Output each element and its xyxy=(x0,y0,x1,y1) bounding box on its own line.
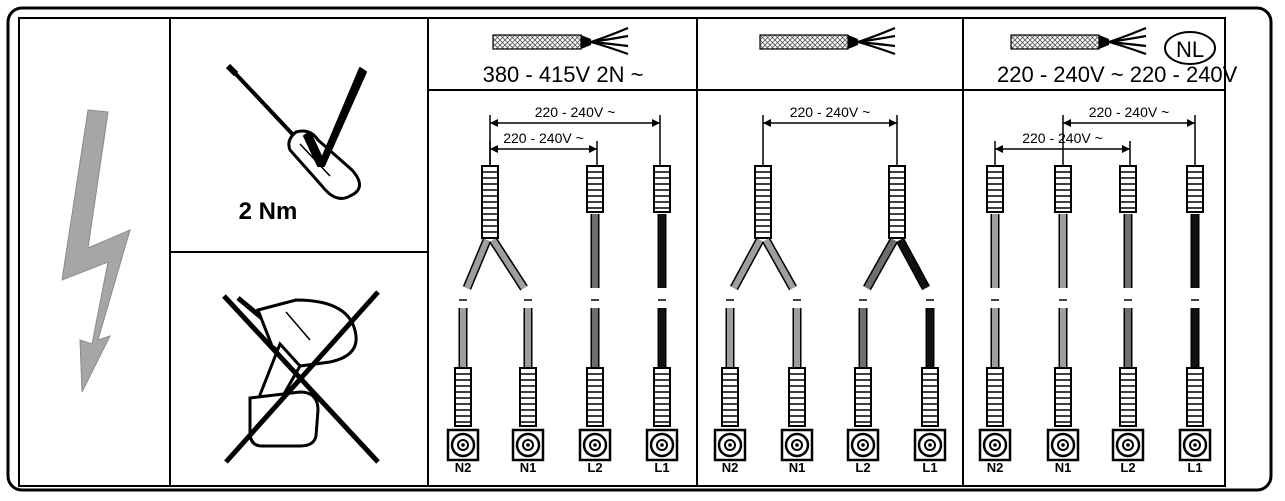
terminal-n1: N1 xyxy=(1046,428,1080,475)
voltage-span: 220 - 240V ~ xyxy=(994,130,1131,157)
panel-voltage-label: 380 - 415V 2N ~ xyxy=(483,62,644,87)
wiring-panels: 380 - 415V 2N ~ 220 - 240V ~ 220 - 240V ~ N… xyxy=(446,26,1238,475)
ferrule xyxy=(454,367,472,427)
panel-voltage-label: 220 - 240V ~ 220 - 240V xyxy=(997,62,1238,87)
ferrule xyxy=(1054,367,1072,427)
wiring-panel-2: 220 - 240V ~ N2 N1 L2 L1 xyxy=(713,26,947,475)
stranded-cable-icon xyxy=(1010,26,1147,56)
torque-label: 2 Nm xyxy=(239,198,298,225)
ferrule xyxy=(653,165,671,213)
terminal-label: N1 xyxy=(1055,460,1072,475)
ferrule xyxy=(481,165,499,239)
country-badge-outline xyxy=(1164,31,1216,65)
prohibited-cross-icon xyxy=(222,290,380,464)
terminal-label: N2 xyxy=(722,460,739,475)
terminal-label: N2 xyxy=(455,460,472,475)
wire xyxy=(897,238,929,290)
ferrule xyxy=(1119,367,1137,427)
terminal-l1: L1 xyxy=(1178,428,1212,475)
ferrule xyxy=(586,367,604,427)
wire xyxy=(464,238,490,290)
wire xyxy=(864,238,897,290)
ferrule xyxy=(986,165,1004,213)
inner-frame xyxy=(18,17,1226,487)
ferrule xyxy=(721,367,739,427)
ferrule xyxy=(586,165,604,213)
terminal-n2: N2 xyxy=(713,428,747,475)
terminal-n2: N2 xyxy=(446,428,480,475)
terminal-l1: L1 xyxy=(645,428,679,475)
stranded-cable-icon xyxy=(759,26,896,56)
voltage-span-label: 220 - 240V ~ xyxy=(503,130,584,146)
terminal-n1: N1 xyxy=(511,428,545,475)
ferrule xyxy=(653,367,671,427)
terminal-l2: L2 xyxy=(846,428,880,475)
terminal-n1: N1 xyxy=(780,428,814,475)
voltage-span: 220 - 240V ~ xyxy=(762,104,898,131)
terminal-l2: L2 xyxy=(1111,428,1145,475)
voltage-span-label: 220 - 240V ~ xyxy=(1089,104,1170,120)
terminal-l2: L2 xyxy=(578,428,612,475)
ferrule xyxy=(1186,367,1204,427)
terminal-n2: N2 xyxy=(978,428,1012,475)
terminal-label: L2 xyxy=(855,460,870,475)
ferrule xyxy=(1119,165,1137,213)
wire xyxy=(731,238,763,290)
ferrule xyxy=(888,165,906,239)
wire xyxy=(490,238,527,290)
wiring-panel-1: 380 - 415V 2N ~ 220 - 240V ~ 220 - 240V ~ N… xyxy=(446,26,679,475)
voltage-span: 220 - 240V ~ xyxy=(489,130,598,157)
stranded-cable-icon xyxy=(492,26,629,56)
voltage-span: 220 - 240V ~ xyxy=(1062,104,1196,131)
terminal-label: N1 xyxy=(520,460,537,475)
voltage-span-label: 220 - 240V ~ xyxy=(535,104,616,120)
terminal-label: L2 xyxy=(1120,460,1135,475)
wiring-panel-3: 220 - 240V ~ 220 - 240V 220 - 240V ~ 220 -… xyxy=(978,26,1238,475)
voltage-span-label: 220 - 240V ~ xyxy=(1022,130,1103,146)
lightning-bolt-icon xyxy=(61,109,131,393)
ferrule xyxy=(788,367,806,427)
wire xyxy=(763,238,796,290)
terminal-label: L1 xyxy=(654,460,669,475)
voltage-span: 220 - 240V ~ xyxy=(489,104,661,131)
voltage-span-label: 220 - 240V ~ xyxy=(790,104,871,120)
ferrule xyxy=(986,367,1004,427)
terminal-label: L1 xyxy=(922,460,937,475)
country-badge: NL xyxy=(1176,37,1204,62)
ferrule xyxy=(519,367,537,427)
ferrule xyxy=(1186,165,1204,213)
ferrule xyxy=(754,165,772,239)
checkmark-icon xyxy=(303,67,367,167)
ferrule xyxy=(1054,165,1072,213)
outer-frame xyxy=(6,6,1273,492)
terminal-label: N1 xyxy=(789,460,806,475)
ferrule xyxy=(921,367,939,427)
terminal-label: L1 xyxy=(1187,460,1202,475)
terminal-l1: L1 xyxy=(913,428,947,475)
terminal-label: N2 xyxy=(987,460,1004,475)
power-drill-icon xyxy=(236,296,358,448)
terminal-label: L2 xyxy=(587,460,602,475)
ferrule xyxy=(854,367,872,427)
